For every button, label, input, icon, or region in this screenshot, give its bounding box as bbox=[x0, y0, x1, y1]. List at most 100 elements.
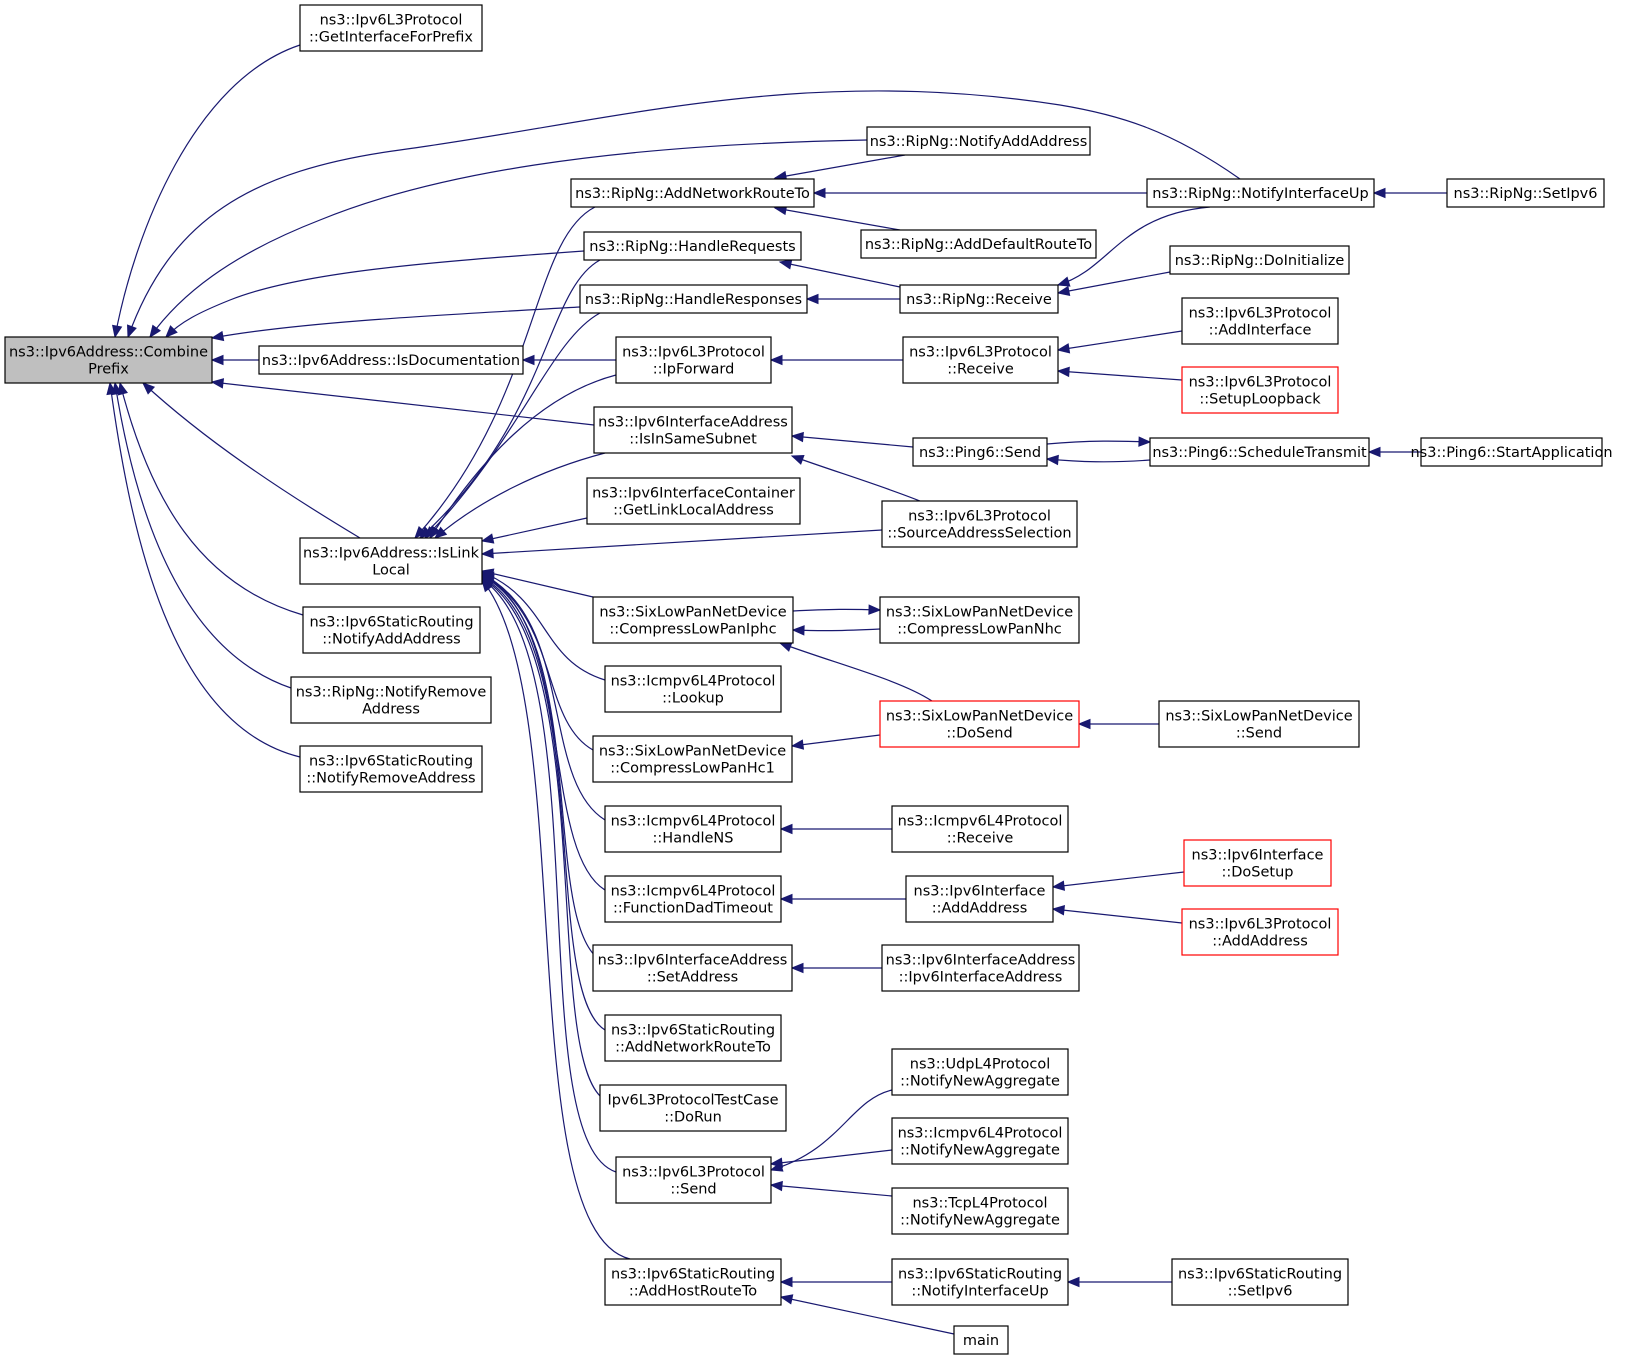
node-box bbox=[879, 700, 1080, 748]
edge-ripng_notify_interface_up-to-ripng_receive bbox=[1056, 206, 1211, 287]
node-box bbox=[1171, 1258, 1349, 1306]
node-label-line: ns3::Ipv6L3Protocol bbox=[622, 1165, 765, 1181]
node-ipv6l3-source-address-selection[interactable]: ns3::Ipv6L3Protocol::SourceAddressSelect… bbox=[881, 500, 1078, 548]
node-icmp-notify-new-aggregate[interactable]: ns3::Icmpv6L4Protocol::NotifyNewAggregat… bbox=[891, 1117, 1069, 1165]
node-ripng-notify-add-address[interactable]: ns3::RipNg::NotifyAddAddress bbox=[866, 126, 1091, 156]
node-label-line: ns3::TcpL4Protocol bbox=[912, 1196, 1047, 1212]
node-box bbox=[1181, 297, 1339, 345]
node-label-line: ns3::RipNg::Receive bbox=[906, 292, 1052, 308]
edge-line bbox=[780, 1296, 955, 1335]
node-ping6-schedule-transmit[interactable]: ns3::Ping6::ScheduleTransmit bbox=[1149, 437, 1370, 467]
edge-ripng_handle_responses-to-root bbox=[210, 306, 581, 342]
node-tcp-notify-new-aggregate[interactable]: ns3::TcpL4Protocol::NotifyNewAggregate bbox=[891, 1187, 1069, 1235]
node-ipv6ia-set-address[interactable]: ns3::Ipv6InterfaceAddress::SetAddress bbox=[592, 944, 793, 992]
node-icmp-handle-ns[interactable]: ns3::Icmpv6L4Protocol::HandleNS bbox=[604, 805, 782, 853]
node-slp-compress-low-pan-hc1[interactable]: ns3::SixLowPanNetDevice::CompressLowPanH… bbox=[592, 735, 793, 783]
node-ripng-receive[interactable]: ns3::RipNg::Receive bbox=[899, 284, 1059, 314]
node-static-set-ipv6[interactable]: ns3::Ipv6StaticRouting::SetIpv6 bbox=[1171, 1258, 1349, 1306]
edge-line bbox=[481, 571, 606, 681]
arrowhead-icon bbox=[210, 354, 224, 366]
node-box bbox=[1446, 178, 1605, 208]
node-ipv6l3-add-interface[interactable]: ns3::Ipv6L3Protocol::AddInterface bbox=[1181, 297, 1339, 345]
node-ripng-add-default-route-to[interactable]: ns3::RipNg::AddDefaultRouteTo bbox=[860, 229, 1097, 259]
node-label-line: ns3::RipNg::HandleRequests bbox=[589, 239, 795, 255]
node-box bbox=[592, 944, 793, 992]
edge-slp_compress_low_pan_iphc-to-is_link_local bbox=[480, 568, 594, 598]
edge-ipv6ia_is_in_same_subnet-to-root bbox=[210, 378, 595, 426]
node-box bbox=[1169, 245, 1350, 275]
node-ripng-handle-requests[interactable]: ns3::RipNg::HandleRequests bbox=[583, 231, 802, 261]
node-ipv6ia-ctor[interactable]: ns3::Ipv6InterfaceAddress::Ipv6Interface… bbox=[881, 944, 1080, 992]
node-ipv6if-do-setup[interactable]: ns3::Ipv6Interface::DoSetup bbox=[1183, 839, 1332, 887]
node-ripng-notify-remove-address[interactable]: ns3::RipNg::NotifyRemoveAddress bbox=[290, 676, 492, 724]
node-label-line: ns3::Icmpv6L4Protocol bbox=[611, 814, 776, 830]
node-static-notify-remove-address[interactable]: ns3::Ipv6StaticRouting::NotifyRemoveAddr… bbox=[299, 745, 483, 793]
node-ripng-set-ipv6[interactable]: ns3::RipNg::SetIpv6 bbox=[1446, 178, 1605, 208]
arrowhead-icon bbox=[1372, 187, 1386, 199]
node-udp-notify-new-aggregate[interactable]: ns3::UdpL4Protocol::NotifyNewAggregate bbox=[891, 1048, 1069, 1096]
node-slp-do-send[interactable]: ns3::SixLowPanNetDevice::DoSend bbox=[879, 700, 1080, 748]
node-ping6-start-application[interactable]: ns3::Ping6::StartApplication bbox=[1410, 437, 1613, 467]
node-static-notify-add-address[interactable]: ns3::Ipv6StaticRouting::NotifyAddAddress bbox=[302, 606, 481, 654]
edge-slp_compress_low_pan_nhc-to-slp_compress_low_pan_iphc bbox=[791, 625, 881, 636]
node-box bbox=[299, 537, 483, 585]
node-slp-send[interactable]: ns3::SixLowPanNetDevice::Send bbox=[1158, 700, 1360, 748]
edge-icmp_notify_new_aggregate-to-ipv6l3_send bbox=[769, 1149, 893, 1168]
node-icmp-receive[interactable]: ns3::Icmpv6L4Protocol::Receive bbox=[891, 805, 1069, 853]
node-ipv6l3-add-address[interactable]: ns3::Ipv6L3Protocol::AddAddress bbox=[1181, 908, 1339, 956]
node-box bbox=[891, 805, 1069, 853]
node-ipv6l3-send[interactable]: ns3::Ipv6L3Protocol::Send bbox=[615, 1156, 772, 1204]
node-box bbox=[583, 231, 802, 261]
node-label-line: ns3::RipNg::NotifyInterfaceUp bbox=[1152, 186, 1368, 202]
node-label-line: ns3::Ipv6L3Protocol bbox=[1189, 306, 1332, 322]
arrowhead-icon bbox=[1138, 436, 1152, 447]
node-box bbox=[615, 1156, 772, 1204]
arrowhead-icon bbox=[1056, 343, 1071, 354]
node-label-line: ns3::Ipv6StaticRouting bbox=[611, 1023, 775, 1039]
edge-line bbox=[481, 517, 588, 542]
arrowhead-icon bbox=[112, 324, 123, 339]
node-ipv6if-add-address[interactable]: ns3::Ipv6Interface::AddAddress bbox=[905, 875, 1054, 923]
node-static-add-host-route-to[interactable]: ns3::Ipv6StaticRouting::AddHostRouteTo bbox=[604, 1258, 782, 1306]
node-test-case-do-run[interactable]: Ipv6L3ProtocolTestCase::DoRun bbox=[599, 1084, 787, 1132]
edge-ipv6l3_ip_forward-to-is_documentation bbox=[521, 354, 616, 366]
edge-ipv6if_add_address-to-icmp_function_dad_timeout bbox=[779, 893, 906, 905]
node-slp-compress-low-pan-iphc[interactable]: ns3::SixLowPanNetDevice::CompressLowPanI… bbox=[592, 596, 794, 644]
node-ripng-do-initialize[interactable]: ns3::RipNg::DoInitialize bbox=[1169, 245, 1350, 275]
node-label-line: Address bbox=[362, 702, 420, 718]
node-label-line: ::NotifyRemoveAddress bbox=[306, 771, 475, 787]
node-label-line: ::Send bbox=[1236, 726, 1282, 742]
edge-line bbox=[1057, 206, 1211, 286]
arrowhead-icon bbox=[790, 455, 805, 465]
node-label-line: ns3::Ipv6L3Protocol bbox=[908, 509, 1051, 525]
node-ipv6l3-receive[interactable]: ns3::Ipv6L3Protocol::Receive bbox=[902, 336, 1059, 384]
node-ping6-send[interactable]: ns3::Ping6::Send bbox=[912, 437, 1048, 467]
node-static-notify-interface-up[interactable]: ns3::Ipv6StaticRouting::NotifyInterfaceU… bbox=[891, 1258, 1069, 1306]
node-box bbox=[953, 1325, 1009, 1355]
node-ipv6l3-ip-forward[interactable]: ns3::Ipv6L3Protocol::IpForward bbox=[615, 336, 772, 384]
edge-line bbox=[1052, 908, 1183, 924]
arrowhead-icon bbox=[210, 330, 225, 342]
node-ipv6ic-get-link-local-address[interactable]: ns3::Ipv6InterfaceContainer::GetLinkLoca… bbox=[586, 477, 801, 525]
node-get-interface-for-prefix[interactable]: ns3::Ipv6L3Protocol::GetInterfaceForPref… bbox=[299, 4, 483, 52]
node-box bbox=[599, 1084, 787, 1132]
edge-slp_compress_low_pan_iphc-to-slp_compress_low_pan_nhc bbox=[792, 604, 882, 615]
edge-slp_send-to-slp_do_send bbox=[1077, 718, 1159, 730]
node-ripng-handle-responses[interactable]: ns3::RipNg::HandleResponses bbox=[579, 284, 808, 314]
node-box bbox=[258, 345, 524, 375]
node-icmp-lookup[interactable]: ns3::Icmpv6L4Protocol::Lookup bbox=[604, 665, 782, 713]
edge-line bbox=[434, 452, 606, 539]
node-ripng-add-network-route-to[interactable]: ns3::RipNg::AddNetworkRouteTo bbox=[570, 178, 815, 208]
node-label-line: ::SetIpv6 bbox=[1228, 1284, 1293, 1300]
node-main[interactable]: main bbox=[953, 1325, 1009, 1355]
node-is-documentation[interactable]: ns3::Ipv6Address::IsDocumentation bbox=[258, 345, 524, 375]
arrowhead-icon bbox=[790, 739, 805, 750]
node-icmp-function-dad-timeout[interactable]: ns3::Icmpv6L4Protocol::FunctionDadTimeou… bbox=[604, 875, 782, 923]
node-slp-compress-low-pan-nhc[interactable]: ns3::SixLowPanNetDevice::CompressLowPanN… bbox=[879, 596, 1080, 644]
node-static-add-network-route-to[interactable]: ns3::Ipv6StaticRouting::AddNetworkRouteT… bbox=[604, 1014, 782, 1062]
node-ipv6ia-is-in-same-subnet[interactable]: ns3::Ipv6InterfaceAddress::IsInSameSubne… bbox=[593, 406, 793, 454]
node-ripng-notify-interface-up[interactable]: ns3::RipNg::NotifyInterfaceUp bbox=[1146, 178, 1375, 208]
node-ipv6l3-setup-loopback[interactable]: ns3::Ipv6L3Protocol::SetupLoopback bbox=[1181, 366, 1339, 414]
